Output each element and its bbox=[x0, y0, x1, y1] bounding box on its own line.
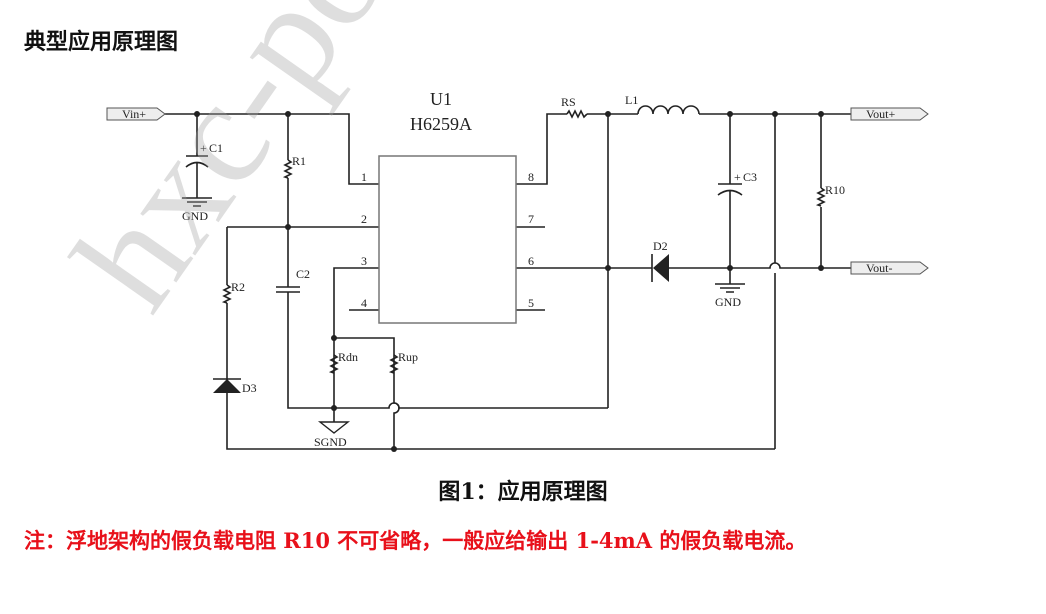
inductor-l1 bbox=[637, 105, 700, 115]
svg-text:R10: R10 bbox=[825, 183, 845, 197]
svg-text:D3: D3 bbox=[242, 381, 257, 395]
svg-text:2: 2 bbox=[361, 212, 367, 226]
svg-text:R2: R2 bbox=[231, 280, 245, 294]
resistor-rdn bbox=[328, 354, 339, 374]
diode-d3 bbox=[213, 378, 241, 393]
svg-text:4: 4 bbox=[361, 296, 367, 310]
port-vout-minus bbox=[850, 261, 929, 275]
port-vin-plus-label: Vin+ bbox=[122, 107, 146, 121]
svg-text:C3: C3 bbox=[743, 170, 757, 184]
junction-dots bbox=[194, 111, 824, 452]
svg-text:5: 5 bbox=[528, 296, 534, 310]
resistor-rs bbox=[566, 109, 588, 119]
svg-text:1: 1 bbox=[361, 170, 367, 184]
svg-text:Rdn: Rdn bbox=[338, 350, 358, 364]
svg-text:6: 6 bbox=[528, 254, 534, 268]
capacitor-c1 bbox=[185, 155, 209, 168]
resistor-r1 bbox=[282, 159, 293, 179]
resistor-rup bbox=[388, 354, 399, 374]
section-title: 典型应用原理图 bbox=[24, 29, 179, 55]
diode-d2 bbox=[651, 254, 669, 282]
resistor-r10 bbox=[815, 187, 826, 207]
svg-text:Rup: Rup bbox=[398, 350, 418, 364]
ic-u1 bbox=[378, 155, 517, 324]
port-vout-plus-label: Vout+ bbox=[866, 107, 895, 121]
port-vout-plus bbox=[850, 107, 929, 121]
capacitor-c2 bbox=[276, 286, 300, 293]
svg-text:7: 7 bbox=[528, 212, 534, 226]
svg-text:+: + bbox=[200, 141, 207, 155]
ground-icon bbox=[715, 283, 745, 293]
svg-text:GND: GND bbox=[182, 209, 208, 223]
svg-text:RS: RS bbox=[561, 95, 576, 109]
signal-ground-icon bbox=[317, 421, 351, 434]
note-text: 注：浮地架构的假负载电阻 R10 不可省略，一般应给输出 1-4mA 的假负载电… bbox=[24, 528, 807, 553]
capacitor-c3 bbox=[717, 183, 743, 196]
svg-text:C2: C2 bbox=[296, 267, 310, 281]
ic-ref: U1 bbox=[430, 89, 452, 109]
svg-text:R1: R1 bbox=[292, 154, 306, 168]
ground-icon bbox=[182, 197, 212, 207]
svg-text:SGND: SGND bbox=[314, 435, 347, 449]
svg-text:3: 3 bbox=[361, 254, 367, 268]
pin-numbers: 1 2 3 4 5 6 7 8 bbox=[361, 170, 534, 310]
port-vin-plus bbox=[106, 107, 166, 121]
figure-caption: 图1：应用原理图 bbox=[438, 479, 608, 505]
svg-text:+: + bbox=[734, 170, 741, 184]
resistor-r2 bbox=[221, 284, 232, 304]
svg-text:L1: L1 bbox=[625, 93, 638, 107]
svg-text:C1: C1 bbox=[209, 141, 223, 155]
svg-text:GND: GND bbox=[715, 295, 741, 309]
ic-part: H6259A bbox=[410, 114, 472, 134]
svg-text:8: 8 bbox=[528, 170, 534, 184]
svg-text:D2: D2 bbox=[653, 239, 668, 253]
port-vout-minus-label: Vout- bbox=[866, 261, 892, 275]
wires bbox=[165, 113, 851, 450]
